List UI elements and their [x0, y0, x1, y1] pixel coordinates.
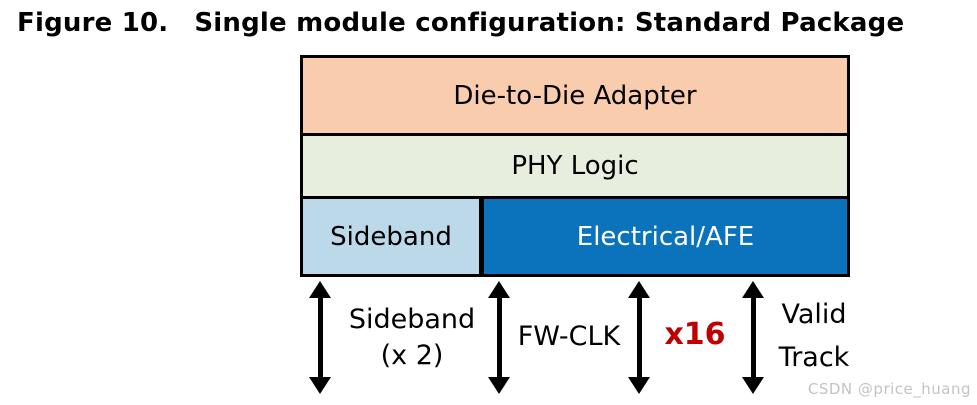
arrow-shaft: [496, 294, 502, 381]
fw-clk-signal-label: FW-CLK: [504, 319, 634, 355]
phy-logic-label: PHY Logic: [511, 151, 639, 181]
valid-track-label-line1: Valid: [781, 299, 847, 330]
die-to-die-adapter-label: Die-to-Die Adapter: [453, 80, 697, 111]
arrow-head-up-icon: [309, 281, 331, 298]
sideband-signal-label-line2: (x 2): [380, 340, 444, 371]
double-headed-arrow-icon: [626, 281, 652, 394]
sideband-block: Sideband: [303, 199, 479, 274]
figure-number: Figure 10.: [17, 8, 169, 38]
arrow-shaft: [750, 294, 756, 381]
valid-track-label-line2: Track: [778, 342, 850, 373]
figure-title: Single module configuration: Standard Pa…: [194, 8, 905, 38]
arrow-head-down-icon: [309, 377, 331, 394]
electrical-afe-block: Electrical/AFE: [479, 199, 847, 274]
phy-bottom-row: Sideband Electrical/AFE: [303, 196, 847, 274]
arrow-head-up-icon: [742, 281, 764, 298]
sideband-x2-signal-label: Sideband (x 2): [332, 302, 492, 374]
arrow-head-down-icon: [488, 377, 510, 394]
sideband-signal-label-line1: Sideband: [348, 304, 476, 335]
x16-lanes-label-line1: x16: [664, 317, 726, 352]
fw-clk-signal-label-line1: FW-CLK: [517, 321, 621, 352]
double-headed-arrow-icon: [740, 281, 766, 394]
die-to-die-adapter-block: Die-to-Die Adapter: [303, 58, 847, 133]
arrow-shaft: [317, 294, 323, 381]
double-headed-arrow-icon: [307, 281, 333, 394]
arrow-shaft: [636, 294, 642, 381]
arrow-head-up-icon: [488, 281, 510, 298]
electrical-afe-block-label: Electrical/AFE: [576, 221, 755, 252]
x16-lanes-label: x16: [640, 317, 750, 353]
phy-logic-block: PHY Logic: [303, 133, 847, 196]
arrow-head-up-icon: [628, 281, 650, 298]
figure-caption: Figure 10. Single module configuration: S…: [17, 8, 904, 38]
csdn-watermark: CSDN @price_huang: [807, 380, 971, 398]
module-stack-diagram: Die-to-Die Adapter PHY Logic Sideband El…: [300, 55, 850, 277]
arrow-head-down-icon: [742, 377, 764, 394]
double-headed-arrow-icon: [486, 281, 512, 394]
sideband-block-label: Sideband: [330, 221, 452, 252]
arrow-head-down-icon: [628, 377, 650, 394]
valid-track-signal-label: Valid Track: [758, 293, 870, 379]
